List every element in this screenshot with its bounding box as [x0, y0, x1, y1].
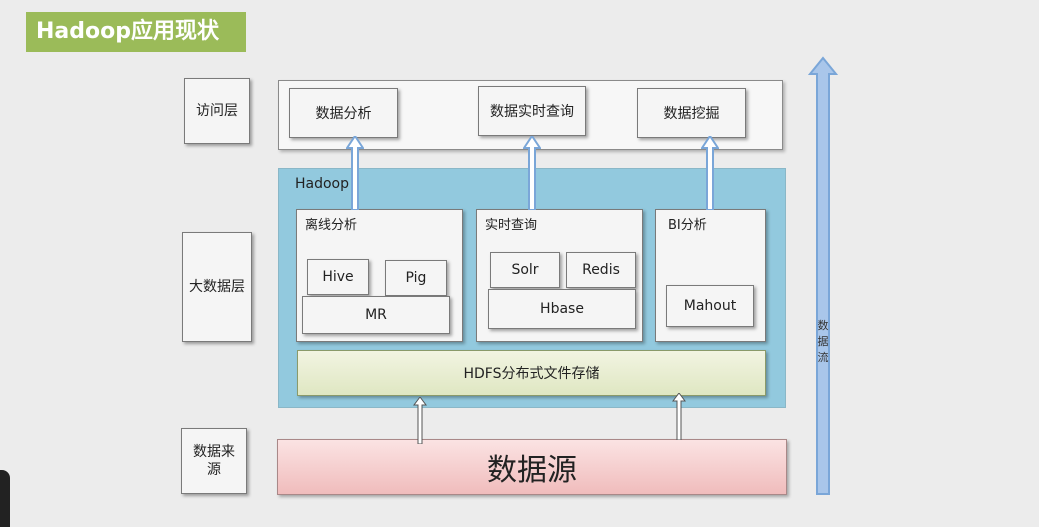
up-arrow-icon — [672, 393, 686, 440]
access-box-realtime-query: 数据实时查询 — [478, 86, 586, 136]
data-source-label: 数据源 — [487, 453, 577, 488]
up-arrow-icon — [413, 397, 427, 444]
up-arrow-icon — [523, 136, 541, 210]
access-box-mining: 数据挖掘 — [637, 88, 746, 138]
data-source: 数据源 — [277, 439, 787, 495]
data-flow-char-2: 据 — [817, 335, 829, 348]
layer-bigdata-label: 大数据层 — [182, 232, 252, 342]
component-pig: Pig — [385, 260, 447, 296]
access-box-analysis: 数据分析 — [289, 88, 398, 138]
component-hive-label: Hive — [322, 269, 354, 285]
hdfs-storage: HDFS分布式文件存储 — [297, 350, 766, 396]
component-redis: Redis — [566, 252, 636, 288]
component-mr-label: MR — [365, 307, 387, 323]
layer-access-label: 访问层 — [184, 78, 250, 144]
component-solr-label: Solr — [511, 262, 539, 278]
component-pig-label: Pig — [405, 270, 427, 286]
component-hbase-label: Hbase — [540, 301, 584, 317]
component-solr: Solr — [490, 252, 560, 288]
component-mr: MR — [302, 296, 450, 334]
hdfs-storage-label: HDFS分布式文件存储 — [463, 366, 600, 382]
component-mahout: Mahout — [666, 285, 754, 327]
layer-source-text-2: 源 — [207, 462, 221, 478]
up-arrow-icon — [701, 136, 719, 210]
panel-bi-title: BI分析 — [668, 218, 707, 233]
access-box-realtime-query-label: 数据实时查询 — [490, 104, 574, 120]
panel-offline-title: 离线分析 — [305, 218, 358, 233]
component-mahout-label: Mahout — [683, 298, 737, 314]
data-flow-arrow-icon — [808, 56, 838, 495]
layer-bigdata-text: 大数据层 — [189, 279, 245, 295]
component-hbase: Hbase — [488, 289, 636, 329]
component-hive: Hive — [307, 259, 369, 295]
layer-access-text: 访问层 — [196, 103, 238, 119]
component-redis-label: Redis — [582, 262, 620, 278]
up-arrow-icon — [346, 136, 364, 210]
access-box-analysis-label: 数据分析 — [315, 106, 372, 122]
data-flow-char-1: 数 — [817, 319, 829, 332]
data-flow-char-3: 流 — [817, 351, 829, 364]
access-box-mining-label: 数据挖掘 — [663, 106, 720, 122]
layer-source-label: 数据来 源 — [181, 428, 247, 494]
corner-shape — [0, 470, 10, 527]
layer-source-text-1: 数据来 — [193, 444, 235, 460]
data-flow-label: 数 据 流 — [816, 318, 830, 366]
page-title: Hadoop应用现状 — [26, 12, 246, 52]
hadoop-label: Hadoop — [295, 176, 350, 192]
panel-realtime-title: 实时查询 — [485, 218, 538, 233]
